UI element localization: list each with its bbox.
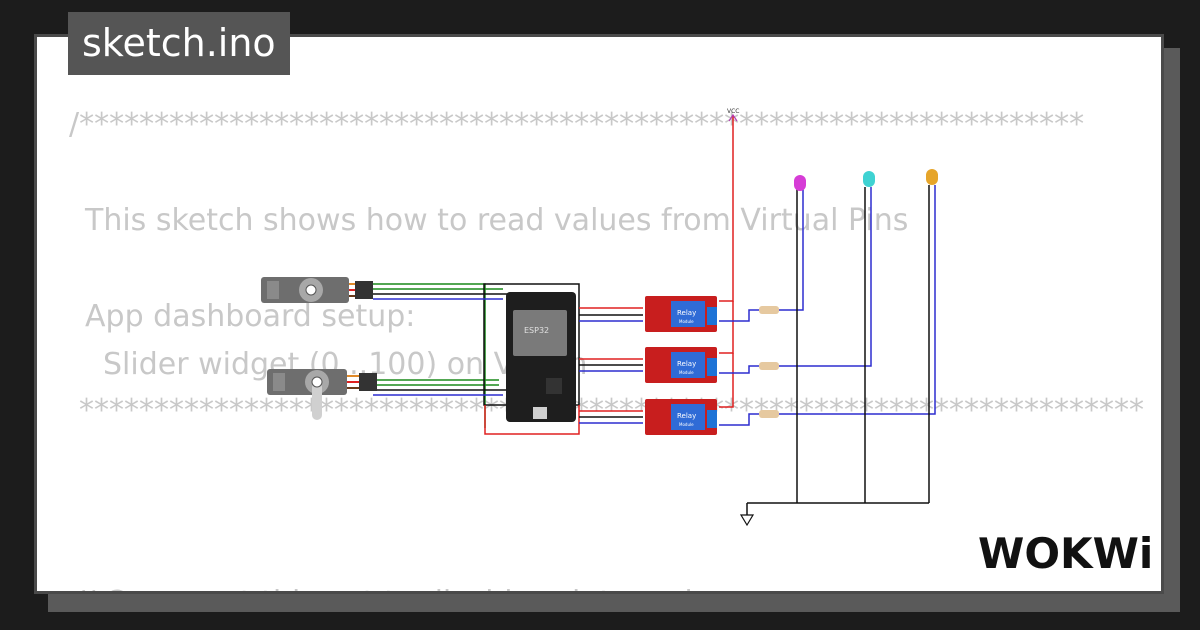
relay-sub: Module (679, 319, 694, 324)
resistor (759, 306, 779, 314)
servo-motor (261, 277, 373, 303)
file-title: sketch.ino (68, 12, 290, 75)
led-magenta (794, 175, 806, 191)
code-line: // Comment this out to disable prints an… (75, 585, 870, 591)
led-cyan (863, 171, 875, 187)
relay-module: Relay Module (645, 296, 717, 332)
circuit-diagram: VCC ESP32 (261, 108, 938, 527)
relay-sub: Module (679, 370, 694, 375)
esp32-board: ESP32 (506, 292, 576, 422)
relay-label: Relay (677, 412, 696, 420)
code-line: App dashboard setup: (85, 299, 416, 334)
relay-module: Relay Module (645, 347, 717, 383)
resistor (759, 410, 779, 418)
led-orange (926, 169, 938, 185)
relay-sub: Module (679, 422, 694, 427)
esp32-label: ESP32 (524, 326, 549, 335)
code-line: This sketch shows how to read values fro… (85, 203, 909, 238)
vcc-label: VCC (727, 108, 739, 115)
relay-label: Relay (677, 360, 696, 368)
wokwi-logo: WOKWi (978, 529, 1152, 578)
relay-module: Relay Module (645, 399, 717, 435)
servo-motor (267, 369, 377, 420)
logo-text: WOKWi (978, 529, 1152, 578)
preview-card: /***************************************… (34, 34, 1164, 594)
code-background: /***************************************… (37, 37, 1161, 591)
relay-label: Relay (677, 309, 696, 317)
resistor (759, 362, 779, 370)
code-line: /***************************************… (69, 107, 1085, 142)
